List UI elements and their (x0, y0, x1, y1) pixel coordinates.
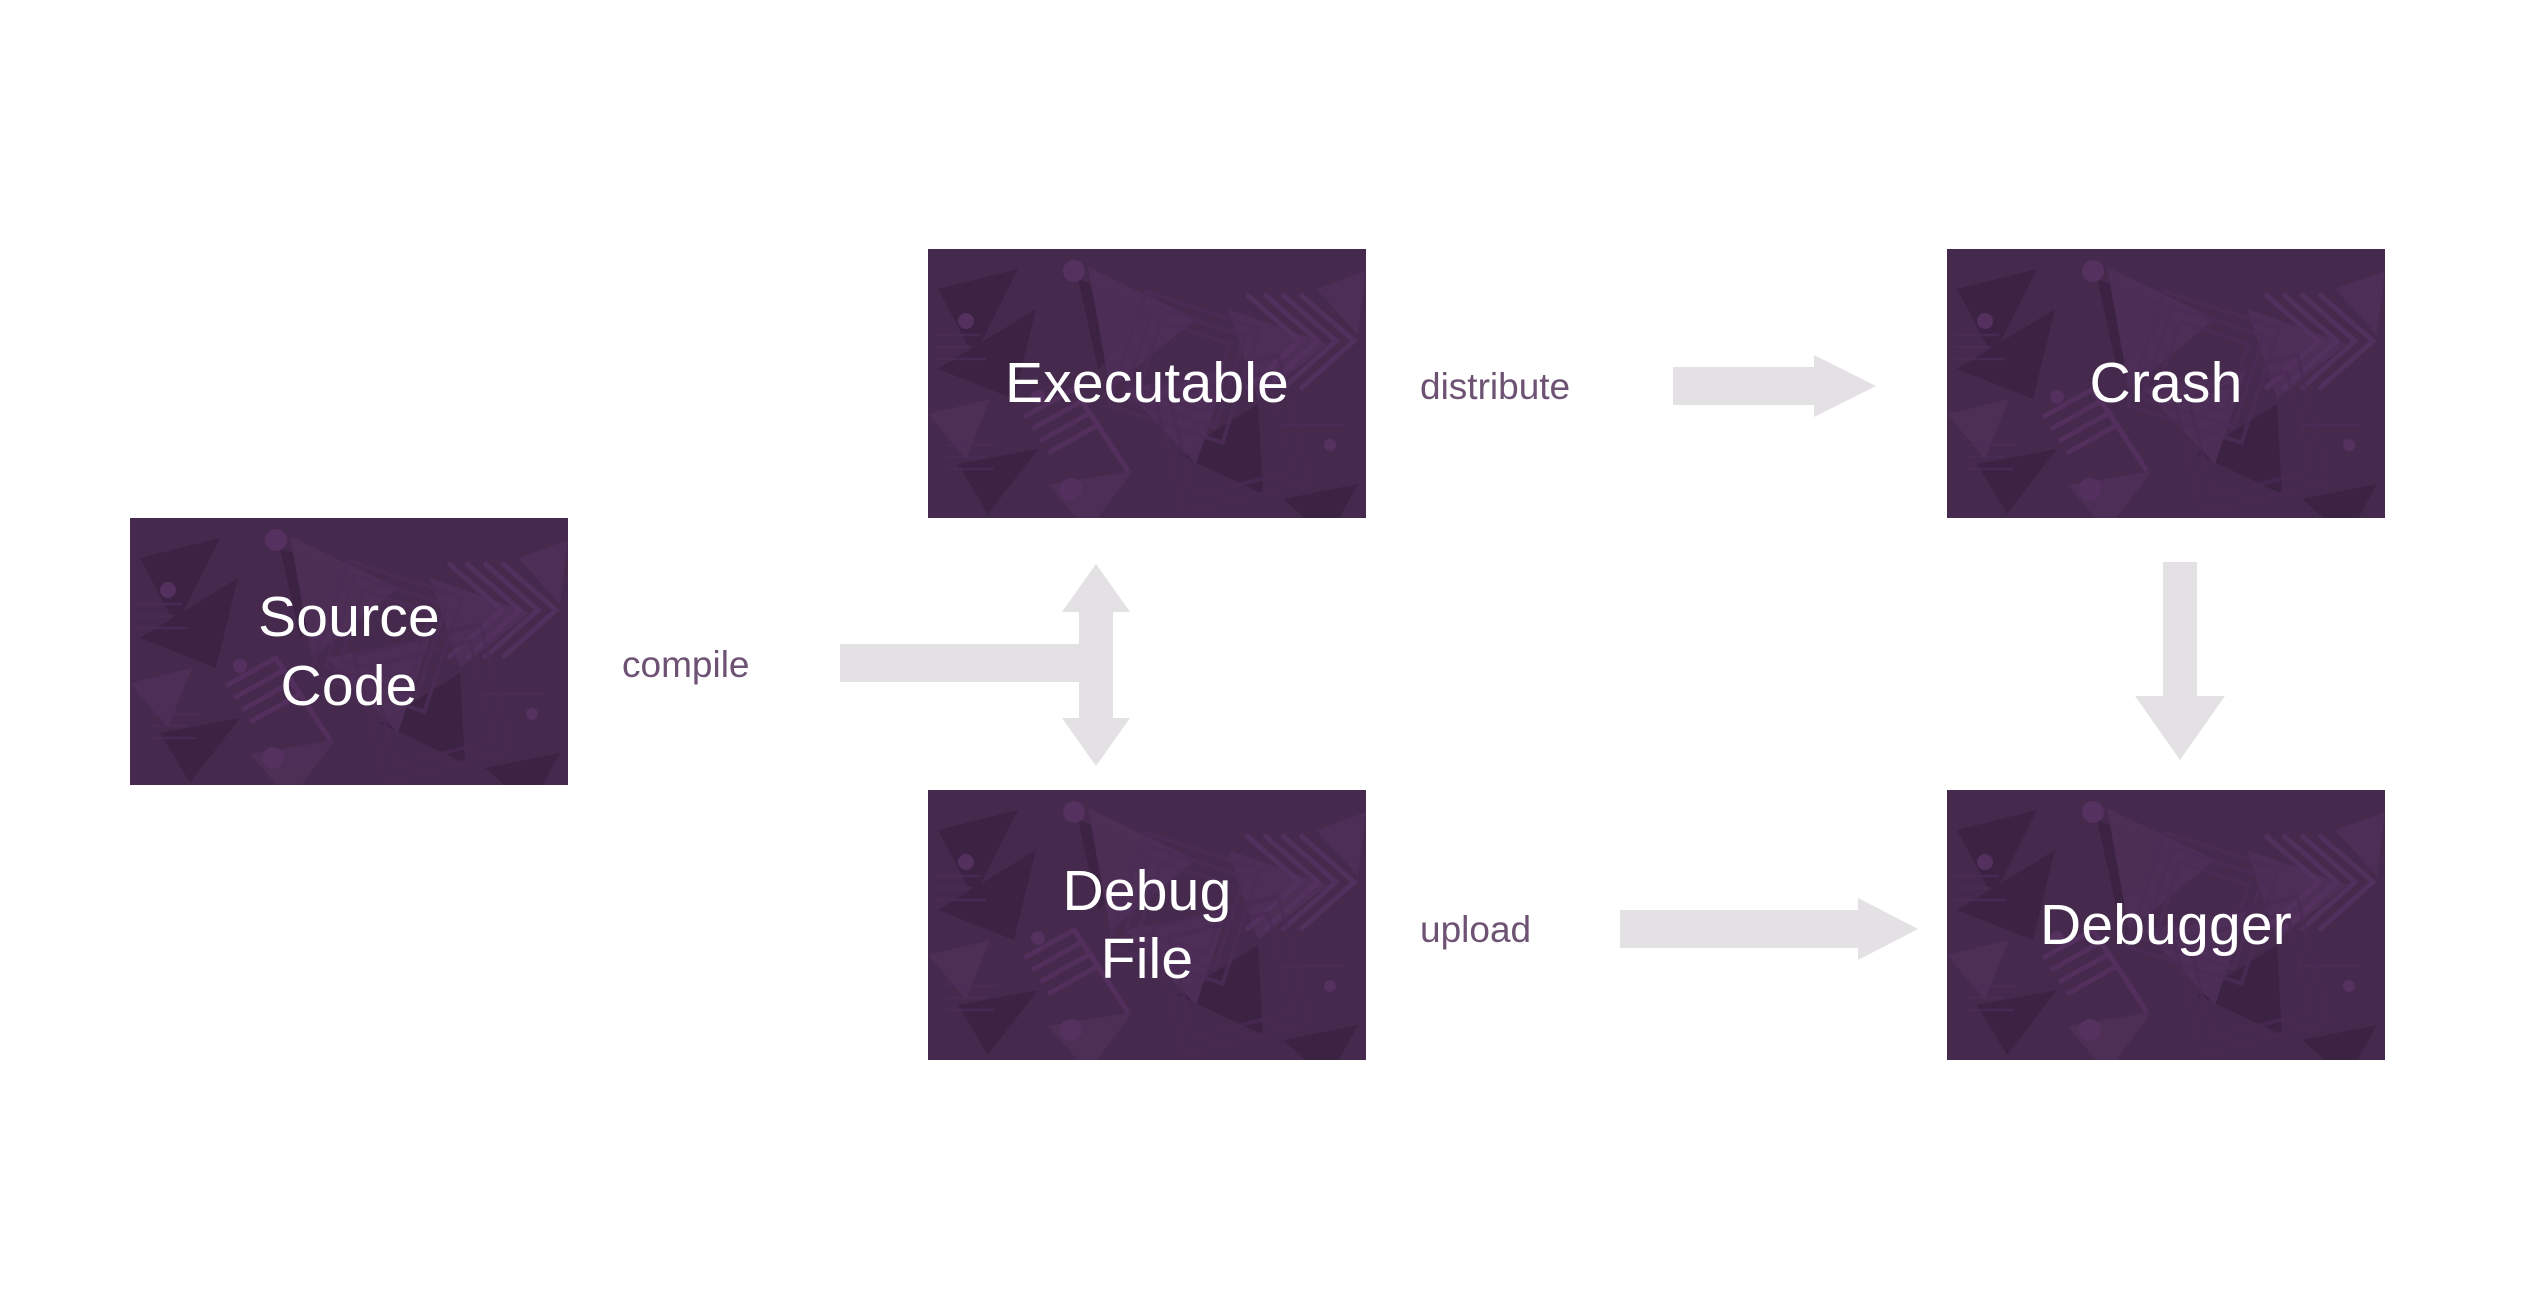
node-debugger[interactable]: Debugger (1947, 790, 2385, 1060)
distribute-arrow[interactable] (1673, 353, 1878, 419)
node-label-debug-file: Debug File (1062, 858, 1232, 991)
edge-label-compile: compile (622, 644, 750, 685)
upload-arrow[interactable] (1620, 896, 1920, 962)
crash-to-debugger-arrow[interactable] (2130, 562, 2230, 762)
distribute-arrow-shape (1673, 355, 1876, 417)
node-label-debugger: Debugger (2040, 892, 2292, 957)
upload-arrow-shape (1620, 898, 1918, 960)
crash-to-debugger-arrow-shape (2135, 562, 2225, 760)
edge-label-distribute: distribute (1420, 366, 1571, 407)
node-label-crash: Crash (2089, 351, 2243, 416)
node-debug-file[interactable]: Debug File (928, 790, 1366, 1060)
compile-arrow-shape (840, 564, 1130, 766)
node-executable[interactable]: Executable (928, 249, 1366, 518)
node-label-executable: Executable (1004, 351, 1290, 416)
compile-connector-arrow[interactable] (838, 560, 1138, 770)
node-label-source-code: Source Code (258, 585, 440, 718)
edge-label-upload: upload (1420, 909, 1532, 950)
node-crash[interactable]: Crash (1947, 249, 2385, 518)
node-source-code[interactable]: Source Code (130, 518, 568, 785)
